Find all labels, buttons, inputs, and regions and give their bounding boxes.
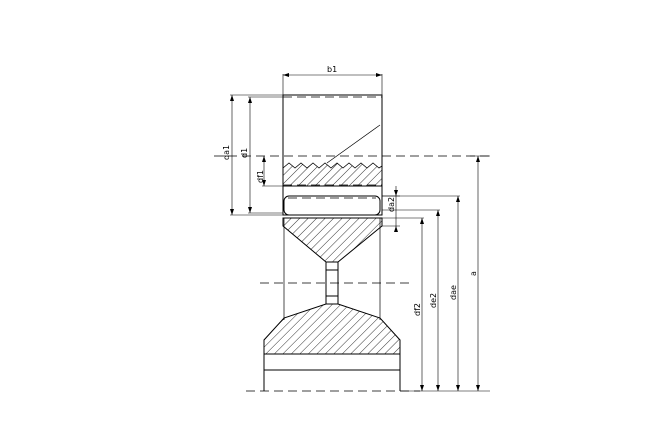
label-dae: dae bbox=[449, 285, 458, 300]
label-b1: b1 bbox=[327, 65, 337, 74]
dim-b1: b1 bbox=[282, 65, 383, 95]
gear-hub-neck-upper bbox=[325, 261, 339, 271]
label-df2: df2 bbox=[413, 303, 422, 316]
gear-web-upper bbox=[282, 217, 383, 263]
dim-df1: df1 bbox=[256, 156, 283, 187]
dim-d1: d1 bbox=[240, 96, 283, 214]
gear-upper-section bbox=[282, 195, 383, 271]
dim-de2: de2 bbox=[382, 209, 440, 391]
label-da1: da1 bbox=[222, 145, 231, 160]
label-d1: d1 bbox=[240, 148, 249, 158]
dim-da1: da1 bbox=[222, 94, 283, 216]
label-a: a bbox=[469, 271, 478, 276]
worm-helix-line bbox=[326, 124, 381, 164]
worm bbox=[282, 94, 383, 216]
label-da2: da2 bbox=[387, 197, 396, 212]
dim-da2: da2 bbox=[382, 186, 400, 232]
gear-web-lower bbox=[263, 303, 401, 355]
dim-df2: df2 bbox=[382, 217, 424, 391]
label-df1: df1 bbox=[256, 170, 265, 183]
gear-hub-neck-lower bbox=[325, 295, 339, 305]
label-de2: de2 bbox=[429, 293, 438, 308]
worm-outline bbox=[282, 94, 383, 216]
gear-rim-tooth bbox=[283, 195, 381, 216]
dim-dae: dae bbox=[382, 195, 460, 391]
worm-thread-section bbox=[282, 162, 383, 187]
dim-a: a bbox=[400, 155, 490, 392]
gear-lower-section bbox=[263, 295, 401, 391]
